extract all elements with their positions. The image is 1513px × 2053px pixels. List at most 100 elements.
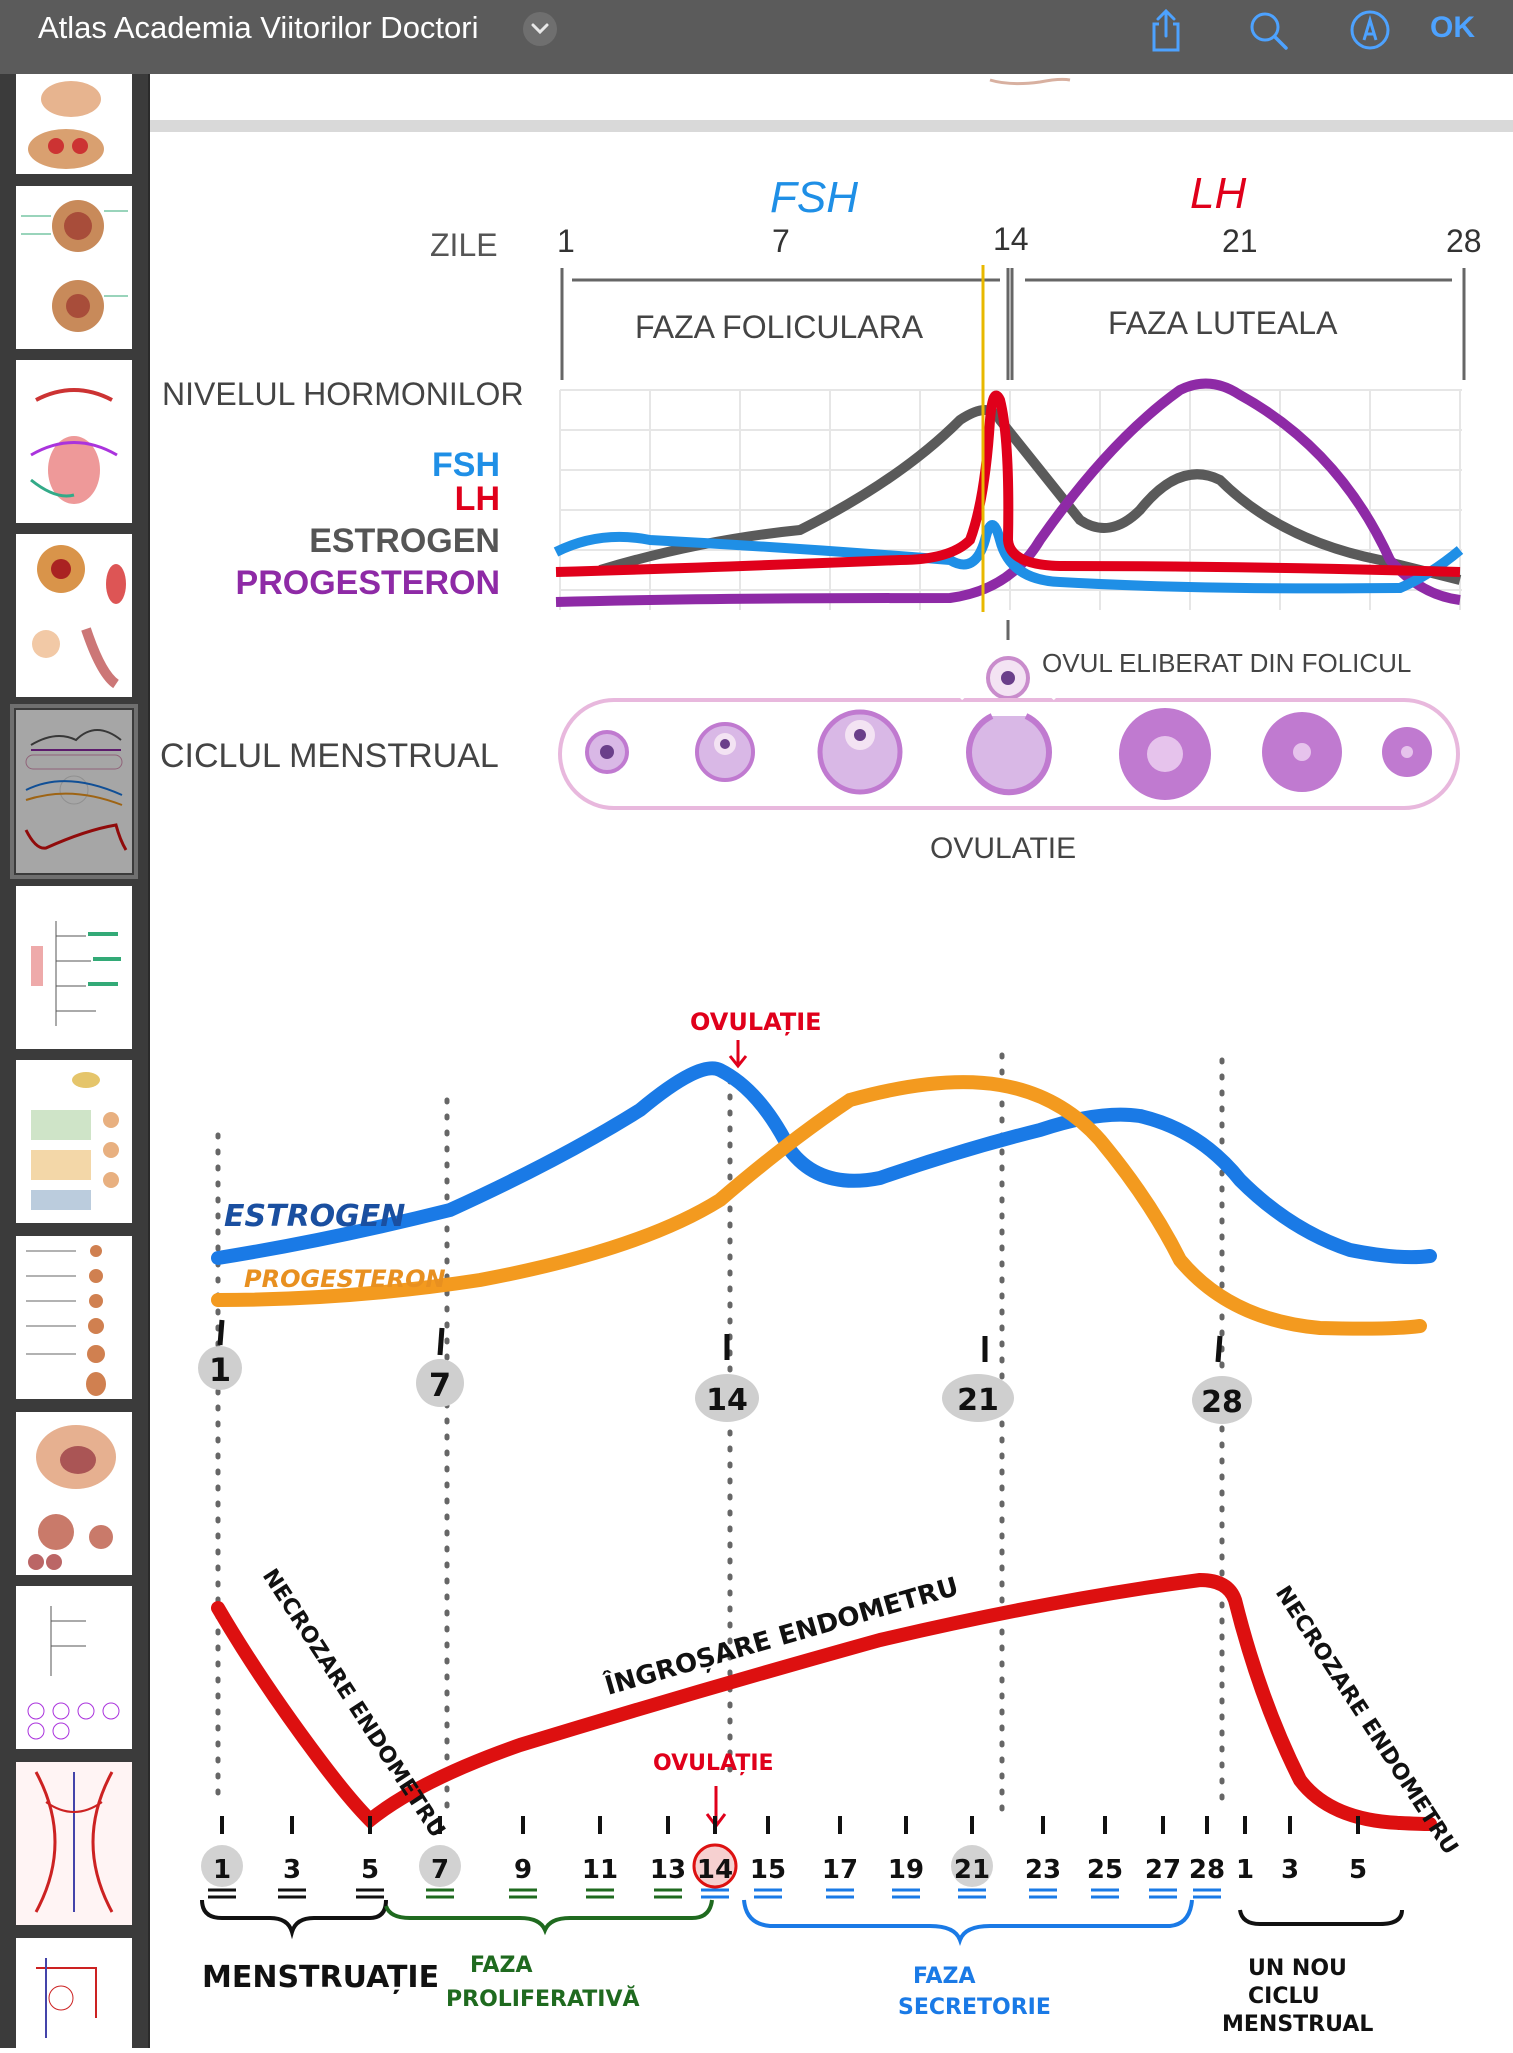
day-underline — [892, 1888, 920, 1899]
small-day-label: 28 — [1189, 1855, 1225, 1885]
estrogen-handdrawn-curve — [211, 1061, 1437, 1265]
day-circle — [201, 1845, 243, 1887]
day-underline — [826, 1888, 854, 1899]
progesteron-handdrawn-curve — [211, 1075, 1427, 1336]
small-day-label: 19 — [888, 1855, 924, 1885]
previous-page-fragment — [989, 77, 1071, 86]
menstruation-brace — [200, 1899, 388, 1940]
day-underline — [356, 1888, 384, 1899]
fsh-curve — [553, 520, 1464, 594]
page-thumbnail[interactable] — [16, 534, 132, 697]
legend-lh: LH — [455, 480, 500, 518]
page-thumbnail[interactable] — [16, 1938, 132, 2048]
ovulation-bottom-label: OVULAȚIE — [653, 1751, 774, 1776]
day-circle — [951, 1845, 993, 1887]
chevron-down-icon[interactable] — [523, 12, 557, 46]
small-day-label: 9 — [514, 1855, 532, 1885]
lh-curve — [555, 390, 1461, 577]
day-tick-label: 1 — [557, 223, 575, 259]
day-marker-label: 1 — [209, 1351, 231, 1389]
day-underline — [754, 1888, 782, 1899]
hormone-level-label: NIVELUL HORMONILOR — [162, 376, 524, 412]
small-day-label: 23 — [1025, 1855, 1061, 1885]
day-marker-label: 14 — [706, 1383, 748, 1418]
hormone-cycle-diagram: FSH LH ZILE 1 7 14 21 28 FAZA FOLICULARA… — [160, 169, 1482, 865]
small-day-label: 1 — [213, 1855, 231, 1885]
day-underline — [701, 1888, 729, 1899]
legend-fsh: FSH — [432, 446, 500, 484]
page-thumbnail[interactable] — [16, 1060, 132, 1223]
day-underline — [509, 1888, 537, 1899]
day-tick-label: 21 — [1222, 223, 1258, 259]
day-underline — [586, 1888, 614, 1899]
big-day-markers: 1 7 14 21 28 — [198, 1319, 1252, 1424]
document-page[interactable]: FSH LH ZILE 1 7 14 21 28 FAZA FOLICULARA… — [150, 74, 1513, 2048]
page-thumbnail[interactable] — [16, 1412, 132, 1575]
page-thumbnails-sidebar[interactable] — [0, 74, 150, 2048]
small-day-label: 7 — [431, 1855, 449, 1885]
menstruation-label: MENSTRUAȚIE — [202, 1960, 439, 1995]
small-day-label: 27 — [1145, 1855, 1181, 1885]
small-day-label: 14 — [697, 1855, 733, 1885]
page-thumbnail[interactable] — [16, 1586, 132, 1749]
day-guide-lines — [215, 1052, 1225, 1813]
page-break — [150, 120, 1513, 132]
new-cycle-label-2: CICLU — [1248, 1984, 1320, 2009]
hand-drawn-cycle-diagram: OVULAȚIE ESTROGEN PROGESTERON 1 7 14 21 — [198, 1008, 1462, 2037]
day-tick-label: 14 — [993, 221, 1029, 257]
page-thumbnail[interactable] — [16, 74, 132, 174]
follicle-stages — [585, 708, 1432, 800]
day-underline — [1193, 1888, 1221, 1899]
small-day-label: 5 — [361, 1855, 379, 1885]
markup-icon[interactable] — [1346, 6, 1394, 54]
day-underline — [958, 1888, 986, 1899]
fsh-handwritten-label: FSH — [770, 173, 858, 222]
page-thumbnail[interactable] — [16, 1236, 132, 1399]
day-marker-label: 7 — [429, 1366, 451, 1404]
legend-estrogen: ESTROGEN — [309, 522, 500, 560]
small-day-label: 17 — [822, 1855, 858, 1885]
day-tick-label: 7 — [772, 223, 790, 259]
day-underline — [1091, 1888, 1119, 1899]
document-title[interactable]: Atlas Academia Viitorilor Doctori — [38, 10, 479, 45]
ovum-released-label: OVUL ELIBERAT DIN FOLICUL — [1042, 648, 1411, 678]
ovulation-top-label: OVULAȚIE — [690, 1008, 822, 1036]
day-underline — [208, 1888, 236, 1899]
small-day-label: 15 — [750, 1855, 786, 1885]
secretory-label-1: FAZA — [913, 1964, 976, 1989]
endometrium-curve — [211, 1572, 1437, 1831]
small-day-label: 5 — [1349, 1855, 1367, 1885]
progesteron-curve — [555, 378, 1461, 607]
page-thumbnail-selected[interactable] — [10, 704, 138, 879]
day-underline — [278, 1888, 306, 1899]
legend-progesteron: PROGESTERON — [236, 564, 500, 602]
page-thumbnail[interactable] — [16, 186, 132, 349]
page-thumbnail[interactable] — [16, 886, 132, 1049]
follicular-phase-label: FAZA FOLICULARA — [635, 309, 924, 345]
secretory-label-2: SECRETORIE — [898, 1995, 1051, 2020]
day-marker-label: 21 — [957, 1383, 999, 1418]
new-cycle-brace — [1238, 1909, 1404, 1926]
search-icon[interactable] — [1244, 6, 1292, 54]
phase-brackets — [560, 268, 1466, 380]
day-marker-label: 28 — [1201, 1385, 1243, 1420]
share-icon[interactable] — [1142, 6, 1190, 54]
sidebar-divider — [148, 74, 150, 2048]
ovulation-label: OVULATIE — [930, 832, 1076, 865]
menstrual-cycle-label: CICLUL MENSTRUAL — [160, 737, 499, 775]
day-underline — [1149, 1888, 1177, 1899]
ok-button[interactable]: OK — [1430, 11, 1475, 44]
new-cycle-label-3: MENSTRUAL — [1222, 2012, 1373, 2037]
days-label: ZILE — [430, 227, 498, 263]
estrogen-handwritten-label: ESTROGEN — [224, 1199, 405, 1234]
page-thumbnail[interactable] — [16, 360, 132, 523]
small-day-label: 11 — [582, 1855, 618, 1885]
page-thumbnail[interactable] — [16, 1762, 132, 1925]
small-day-label: 3 — [283, 1855, 301, 1885]
small-day-label: 25 — [1087, 1855, 1123, 1885]
day-underline — [1029, 1888, 1057, 1899]
ovulation-arrow-icon — [728, 1040, 748, 1069]
day-tick-label: 28 — [1446, 223, 1482, 259]
progesteron-handwritten-label: PROGESTERON — [244, 1265, 446, 1293]
